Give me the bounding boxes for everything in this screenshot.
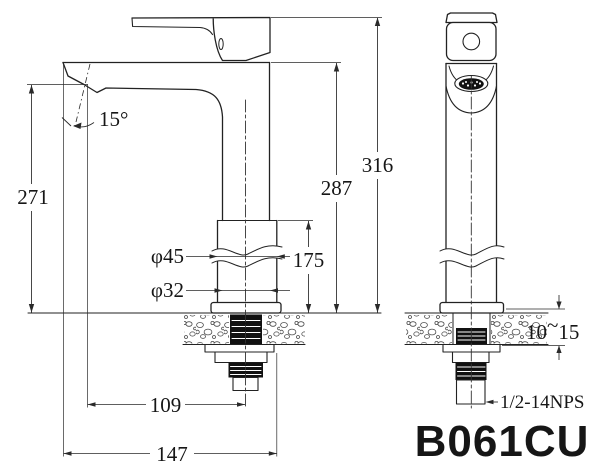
mounting-washer [204, 343, 275, 353]
arrow [28, 304, 35, 313]
threaded-shank [230, 314, 262, 345]
counter-min: 10 [526, 320, 547, 344]
dim-109-label: 109 [150, 393, 182, 417]
break-wave-top [439, 245, 505, 256]
inlet-pipe [455, 379, 486, 405]
dimensions: 271 287 316 175 [17, 17, 584, 464]
arrow [305, 304, 312, 313]
dim-316-label: 316 [362, 153, 394, 177]
handle-lever-lip [131, 17, 214, 36]
dim-10-15-label: 10~15 [526, 313, 579, 344]
dim-phi32-label: φ32 [151, 278, 184, 302]
dim-175-label: 175 [293, 248, 325, 272]
mounting-nut [214, 351, 268, 364]
base-flange [439, 301, 505, 314]
countertop-hatch-left [406, 315, 452, 344]
shank-thread-lines [231, 320, 261, 339]
arrow [305, 221, 312, 230]
model-number: B061CU [415, 417, 590, 464]
spout-profile [62, 61, 224, 222]
dim-287: 287 [271, 62, 353, 313]
arrow [374, 304, 381, 313]
break-wave-bottom [439, 257, 505, 268]
dim-thread-spec: 1/2-14NPS [485, 392, 584, 413]
mounting-nut [451, 351, 490, 364]
arrow [268, 451, 277, 456]
arrow [374, 17, 381, 26]
dim-147: 147 [63, 353, 278, 464]
countertop-hatch-right [263, 315, 305, 344]
arrow [63, 451, 72, 456]
arrow [28, 85, 35, 94]
arrow [333, 63, 340, 72]
dim-147-label: 147 [156, 442, 188, 464]
handle-indicator-circle [462, 32, 481, 51]
angle-tick [61, 117, 72, 127]
break-wave-bottom [211, 257, 283, 268]
arrow [556, 345, 562, 353]
dim-271: 271 [17, 84, 88, 313]
handle-top-plate [445, 12, 498, 24]
countertop-hatch-left [184, 315, 229, 344]
arrow [276, 254, 285, 259]
countertop-hatch-right [491, 315, 547, 344]
arrow [209, 254, 218, 259]
dim-271-label: 271 [17, 185, 49, 209]
handle-pivot-highlight [218, 38, 224, 50]
arrow [73, 122, 82, 129]
counter-tilde: ~ [547, 313, 558, 337]
dim-15deg: 15° [61, 63, 128, 131]
arrow [270, 288, 278, 293]
handle-lever-outline [131, 16, 271, 62]
dim-phi32: φ32 [151, 278, 290, 302]
dim-phi45: φ45 [151, 244, 290, 268]
arrow [87, 402, 96, 407]
dim-15deg-label: 15° [99, 107, 128, 131]
dim-316: 316 [271, 17, 394, 313]
thread-spec-label: 1/2-14NPS [500, 392, 584, 413]
arrow [237, 402, 245, 407]
front-view [404, 12, 549, 409]
base-flange [210, 301, 282, 314]
break-wave-top [211, 245, 283, 256]
arrow [333, 304, 340, 313]
counter-max: 15 [558, 320, 579, 344]
arrow [556, 301, 562, 309]
dim-287-label: 287 [321, 176, 353, 200]
side-view [27, 16, 382, 409]
angle-construction-line [75, 63, 91, 123]
dim-175: 175 [278, 220, 325, 313]
dim-phi45-label: φ45 [151, 244, 184, 268]
arrow [485, 399, 494, 405]
arrow [214, 288, 223, 293]
dim-109: 109 [87, 393, 245, 417]
dim-10-15: 10~15 [502, 295, 579, 360]
handle-cap [445, 21, 497, 62]
